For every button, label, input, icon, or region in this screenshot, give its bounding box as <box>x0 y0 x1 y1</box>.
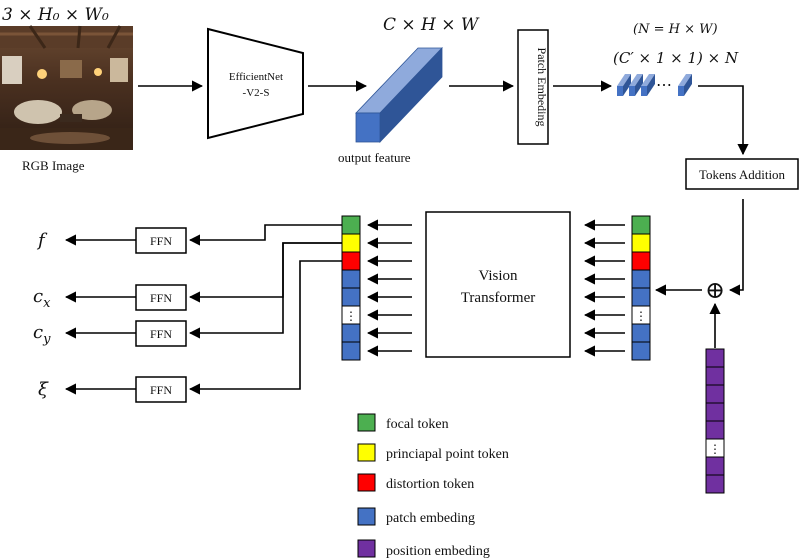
legend-swatch-distortion <box>357 473 376 492</box>
legend-label: princiapal point token <box>386 447 509 462</box>
patch-token <box>341 341 361 361</box>
ffn-block-cy: FFN <box>135 320 187 347</box>
transformer-label-line1: Vision <box>478 268 518 284</box>
token-cube <box>629 74 643 96</box>
patch-token <box>341 287 361 307</box>
legend: focal token princiapal point token disto… <box>357 413 509 559</box>
focal-token <box>341 215 361 235</box>
legend-swatch-focal <box>357 413 376 432</box>
legend-label: patch embeding <box>386 511 475 526</box>
ffn-block-f: FFN <box>135 227 187 254</box>
output-feature-block <box>355 47 443 143</box>
legend-item-distortion: distortion token <box>357 473 474 492</box>
vision-transformer-block: Vision Transformer <box>425 211 571 358</box>
output-cx-symbol: cx <box>33 286 51 311</box>
arrows-out-of-transformer <box>366 219 412 357</box>
legend-label: position embeding <box>386 544 490 559</box>
position-cell <box>705 402 725 422</box>
patch-token <box>631 341 651 361</box>
position-cell <box>705 456 725 476</box>
tokens-ellipsis: ⋯ <box>656 77 672 94</box>
position-cell <box>705 348 725 368</box>
principal-point-token <box>631 233 651 253</box>
patch-embedding-label: Patch Embeding <box>535 48 549 127</box>
token-to-ffn-connectors <box>188 224 342 395</box>
token-cube <box>641 74 655 96</box>
patch-token <box>341 269 361 289</box>
ffn-label: FFN <box>150 291 172 305</box>
arrow-tokens-to-addition <box>698 85 749 156</box>
patch-token-cubes: ⋯ <box>617 74 692 96</box>
legend-item-patch: patch embeding <box>357 507 475 526</box>
legend-item-principal: princiapal point token <box>357 443 509 462</box>
token-cube <box>678 74 692 96</box>
input-dims-label: 3 × H₀ × W₀ <box>2 5 109 25</box>
focal-token <box>631 215 651 235</box>
output-token-column: ⋮ <box>341 215 361 361</box>
legend-item-focal: focal token <box>357 413 449 432</box>
output-focal-symbol: f <box>36 230 48 251</box>
tokens-addition-block: Tokens Addition <box>685 158 799 190</box>
legend-label: focal token <box>386 417 449 432</box>
legend-swatch-position <box>357 539 376 558</box>
ffn-label: FFN <box>150 383 172 397</box>
position-cell <box>705 366 725 386</box>
legend-item-position: position embeding <box>357 539 490 559</box>
arrows-into-transformer <box>583 219 625 357</box>
tokens-shape-label: (C′ × 1 × 1) × N <box>613 49 739 67</box>
patch-token <box>631 323 651 343</box>
distortion-token <box>341 251 361 271</box>
backbone-label-line2: -V2-S <box>243 87 270 99</box>
ffn-block-xi: FFN <box>135 376 187 403</box>
output-distortion-symbol: ξ <box>38 379 49 400</box>
arrow-addition-to-plus <box>728 199 744 296</box>
distortion-token <box>631 251 651 271</box>
efficientnet-backbone: EfficientNet -V2-S <box>207 27 304 140</box>
ffn-label: FFN <box>150 234 172 248</box>
output-cy-symbol: cy <box>33 322 51 347</box>
rgb-image <box>0 25 133 150</box>
left-column-ellipsis: ⋮ <box>345 309 357 323</box>
position-cell <box>705 474 725 494</box>
rgb-image-caption: RGB Image <box>22 158 85 173</box>
feature-caption: output feature <box>338 150 411 165</box>
tokens-addition-label: Tokens Addition <box>699 167 786 182</box>
tokens-n-label: (N = H × W) <box>633 22 718 37</box>
position-ellipsis: ⋮ <box>709 442 721 456</box>
token-cube <box>617 74 631 96</box>
feature-dims-label: C × H × W <box>383 15 480 35</box>
patch-token <box>631 269 651 289</box>
principal-point-token <box>341 233 361 253</box>
right-column-ellipsis: ⋮ <box>635 309 647 323</box>
patch-embedding-block: Patch Embeding <box>517 29 549 145</box>
position-cell <box>705 384 725 404</box>
legend-swatch-patch <box>357 507 376 526</box>
patch-token <box>341 323 361 343</box>
ffn-output-arrows <box>64 234 136 395</box>
ffn-label: FFN <box>150 327 172 341</box>
input-token-column: ⋮ <box>631 215 651 361</box>
plus-symbol: ⊕ <box>705 278 725 304</box>
position-embedding-column: ⋮ <box>705 348 725 494</box>
legend-label: distortion token <box>386 477 474 492</box>
patch-token <box>631 287 651 307</box>
transformer-label-line2: Transformer <box>461 290 535 306</box>
ffn-block-cx: FFN <box>135 284 187 311</box>
backbone-label-line1: EfficientNet <box>229 71 283 83</box>
position-cell <box>705 420 725 440</box>
legend-swatch-principal <box>357 443 376 462</box>
